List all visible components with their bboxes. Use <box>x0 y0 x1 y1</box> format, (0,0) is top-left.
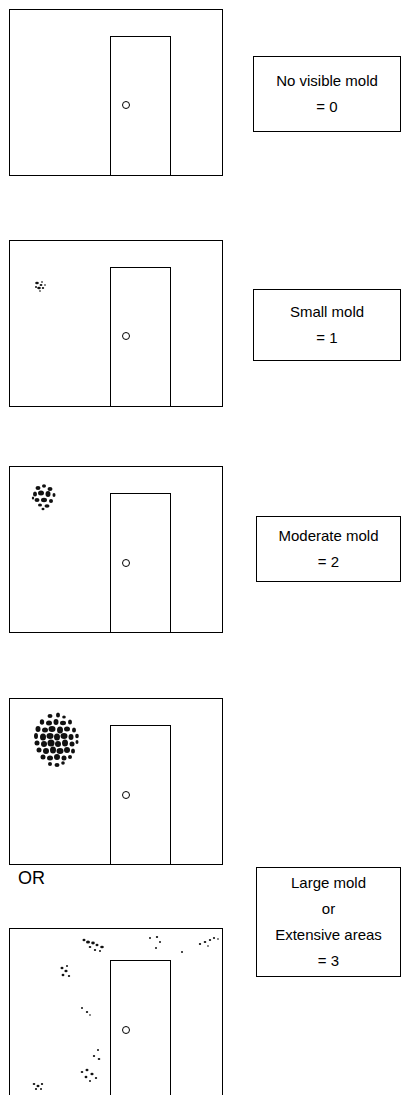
wall-frame <box>10 10 223 176</box>
rating-label: Large mold <box>291 874 366 892</box>
door-knob <box>123 560 130 567</box>
door-knob <box>123 1027 130 1034</box>
door <box>111 494 171 633</box>
scattered-mold <box>33 936 219 1090</box>
rating-score: = 0 <box>316 98 337 116</box>
door-knob <box>123 102 130 109</box>
rating-box: Moderate mold = 2 <box>256 516 401 582</box>
rating-label: Moderate mold <box>278 527 378 545</box>
rating-score: = 1 <box>316 329 337 347</box>
rating-score: = 2 <box>318 553 339 571</box>
large-mold <box>34 713 79 768</box>
rating-label: or <box>322 900 335 918</box>
small-mold <box>35 281 46 292</box>
door <box>111 961 171 1095</box>
rating-score: = 3 <box>318 952 339 970</box>
door-knob <box>123 792 130 799</box>
rating-label: Extensive areas <box>275 926 382 944</box>
door <box>111 726 171 865</box>
rating-box: Large mold orExtensive areas = 3 <box>256 867 401 977</box>
door <box>111 37 171 176</box>
rating-label: Small mold <box>290 303 364 321</box>
door <box>111 268 171 407</box>
door-knob <box>123 333 130 340</box>
wall-frame <box>10 929 223 1095</box>
wall-frame <box>10 699 223 865</box>
rating-box: Small mold = 1 <box>253 289 401 361</box>
wall-frame <box>10 241 223 407</box>
moderate-mold <box>32 484 56 510</box>
wall-frame <box>10 467 223 633</box>
alternative-label: OR <box>18 867 45 889</box>
rating-label: No visible mold <box>276 72 378 90</box>
rating-box: No visible mold = 0 <box>253 56 401 132</box>
